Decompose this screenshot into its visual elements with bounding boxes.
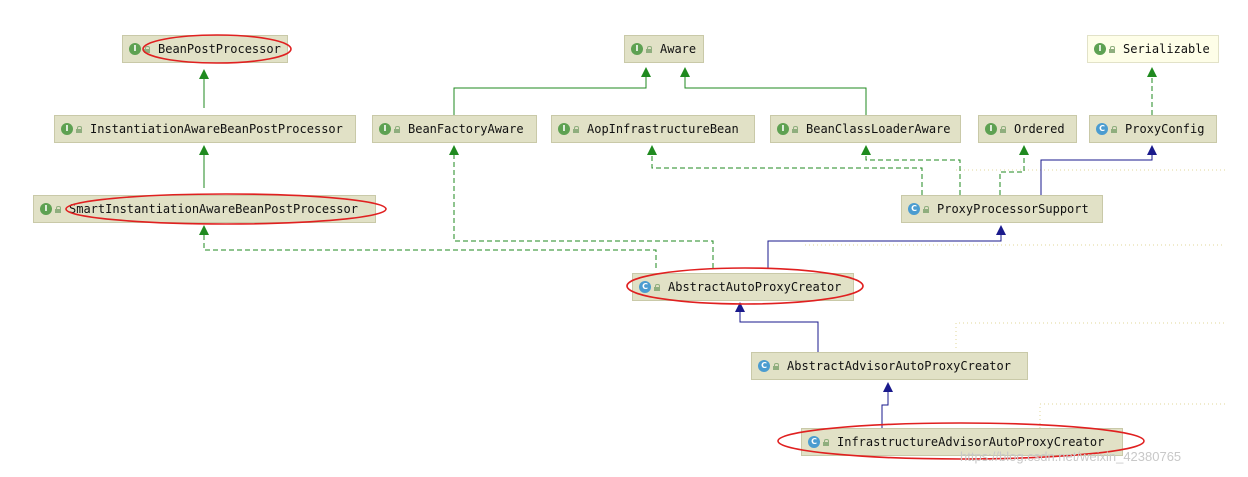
interface-icon: I [631,43,643,55]
node-label: InstantiationAwareBeanPostProcessor [90,122,343,136]
lock-icon [1111,125,1117,133]
node-aware[interactable]: I Aware [624,35,704,63]
node-label: AbstractAdvisorAutoProxyCreator [787,359,1011,373]
node-label: Aware [660,42,697,56]
node-label: AbstractAutoProxyCreator [668,280,842,294]
node-label: InfrastructureAdvisorAutoProxyCreator [837,435,1105,449]
node-bean-factory-aware[interactable]: I BeanFactoryAware [372,115,537,143]
link-bfa-to-aware [453,67,651,115]
lock-icon [654,283,660,291]
watermark-text: https://blog.csdn.net/weixin_42380765 [960,449,1182,464]
link-bcla-to-aware [680,67,867,115]
link-aapc-to-bfa [449,145,714,268]
lock-icon [646,45,652,53]
class-icon: C [639,281,651,293]
node-smart-instantiation-aware-bean-post-processor[interactable]: I SmartInstantiationAwareBeanPostProcess… [33,195,376,223]
interface-icon: I [985,123,997,135]
lock-icon [1109,45,1115,53]
node-abstract-advisor-auto-proxy-creator[interactable]: C AbstractAdvisorAutoProxyCreator [751,352,1028,380]
lock-icon [573,125,579,133]
lock-icon [923,205,929,213]
lock-icon [792,125,798,133]
interface-icon: I [1094,43,1106,55]
node-instantiation-aware-bean-post-processor[interactable]: I InstantiationAwareBeanPostProcessor [54,115,356,143]
class-icon: C [808,436,820,448]
link-aaapc-to-aapc [735,302,819,352]
node-abstract-auto-proxy-creator[interactable]: C AbstractAutoProxyCreator [632,273,854,301]
lock-icon [76,125,82,133]
link-aapc-to-siabpp [199,225,657,268]
link-pps-to-proxyconfig [1040,145,1157,195]
interface-icon: I [61,123,73,135]
lock-icon [1000,125,1006,133]
node-label: BeanClassLoaderAware [806,122,951,136]
node-aop-infrastructure-bean[interactable]: I AopInfrastructureBean [551,115,755,143]
interface-icon: I [129,43,141,55]
node-ordered[interactable]: I Ordered [978,115,1077,143]
node-bean-post-processor[interactable]: I BeanPostProcessor [122,35,288,63]
lock-icon [55,205,61,213]
node-label: Ordered [1014,122,1065,136]
node-label: ProxyProcessorSupport [937,202,1089,216]
node-label: BeanFactoryAware [408,122,524,136]
node-proxy-config[interactable]: C ProxyConfig [1089,115,1217,143]
interface-icon: I [777,123,789,135]
link-pps-to-bcla [861,145,961,195]
lock-icon [823,438,829,446]
class-icon: C [1096,123,1108,135]
interface-icon: I [379,123,391,135]
node-label: BeanPostProcessor [158,42,281,56]
node-bean-class-loader-aware[interactable]: I BeanClassLoaderAware [770,115,961,143]
node-serializable[interactable]: I Serializable [1087,35,1219,63]
node-proxy-processor-support[interactable]: C ProxyProcessorSupport [901,195,1103,223]
class-icon: C [758,360,770,372]
lock-icon [394,125,400,133]
link-pps-to-ordered [999,145,1029,195]
lock-icon [773,362,779,370]
interface-icon: I [558,123,570,135]
node-label: SmartInstantiationAwareBeanPostProcessor [69,202,358,216]
interface-icon: I [40,203,52,215]
node-label: Serializable [1123,42,1210,56]
link-iaapc-to-aaapc [881,382,893,428]
node-label: ProxyConfig [1125,122,1205,136]
node-label: AopInfrastructureBean [587,122,739,136]
guide-lines [805,169,1225,428]
link-aapc-to-pps [767,225,1006,268]
class-icon: C [908,203,920,215]
link-pps-to-aib [647,145,923,195]
lock-icon [144,45,150,53]
